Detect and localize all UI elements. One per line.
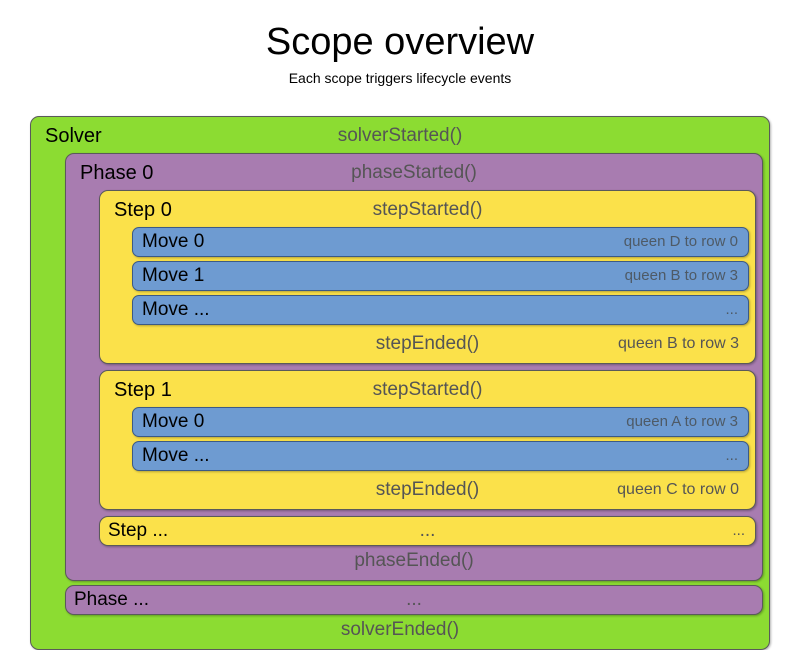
phase-more-row: Phase ... ...	[66, 586, 762, 614]
move-label: Move 0	[142, 231, 205, 252]
step-scope-more[interactable]: Step ... ... ...	[99, 516, 756, 546]
step-header-row: Step 1 stepStarted()	[106, 375, 749, 405]
step-started-event: stepStarted()	[372, 379, 483, 400]
solver-label: Solver	[45, 125, 102, 147]
phase-header-row: Phase 0 phaseStarted()	[72, 158, 756, 188]
step-more-detail: ...	[732, 522, 745, 539]
step-list: Step 0 stepStarted() Move 0 queen D to r…	[99, 190, 756, 546]
move-detail: ...	[725, 301, 738, 318]
step-scope-1[interactable]: Step 1 stepStarted() Move 0 queen A to r…	[99, 370, 756, 510]
move-detail: queen A to row 3	[626, 413, 738, 430]
solver-header-row: Solver solverStarted()	[37, 121, 763, 151]
step-more-label: Step ...	[108, 520, 169, 541]
move-detail: queen D to row 0	[623, 233, 738, 250]
phase-scope-0[interactable]: Phase 0 phaseStarted() Step 0 stepStarte…	[65, 153, 763, 581]
phase-list: Phase 0 phaseStarted() Step 0 stepStarte…	[65, 153, 763, 615]
solver-footer-row: solverEnded()	[37, 615, 763, 645]
step-ended-detail: queen B to row 3	[618, 335, 739, 352]
solver-started-event: solverStarted()	[337, 125, 463, 146]
move-list: Move 0 queen D to row 0 Move 1 queen B t…	[132, 227, 749, 325]
phase-footer-row: phaseEnded()	[72, 546, 756, 576]
move-bar[interactable]: Move ... ...	[132, 295, 749, 325]
step-footer-row: stepEnded() queen B to row 3	[106, 329, 749, 359]
move-label: Move ...	[142, 299, 210, 320]
phase-started-event: phaseStarted()	[351, 162, 477, 183]
move-bar[interactable]: Move 0 queen A to row 3	[132, 407, 749, 437]
phase-label: Phase 0	[80, 162, 154, 184]
step-scope-0[interactable]: Step 0 stepStarted() Move 0 queen D to r…	[99, 190, 756, 364]
phase-scope-more[interactable]: Phase ... ...	[65, 585, 763, 615]
move-list: Move 0 queen A to row 3 Move ... ...	[132, 407, 749, 471]
phase-more-event: ...	[406, 589, 422, 610]
move-bar[interactable]: Move ... ...	[132, 441, 749, 471]
move-label: Move 1	[142, 265, 205, 286]
move-detail: ...	[725, 447, 738, 464]
page-subtitle: Each scope triggers lifecycle events	[288, 69, 512, 86]
step-label: Step 1	[114, 379, 172, 401]
scope-overview-diagram: Solver solverStarted() Phase 0 phaseStar…	[30, 116, 770, 650]
move-detail: queen B to row 3	[624, 267, 738, 284]
phase-ended-event: phaseEnded()	[354, 550, 474, 571]
move-label: Move 0	[142, 411, 205, 432]
move-label: Move ...	[142, 445, 210, 466]
move-bar[interactable]: Move 1 queen B to row 3	[132, 261, 749, 291]
step-header-row: Step 0 stepStarted()	[106, 195, 749, 225]
step-label: Step 0	[114, 199, 172, 221]
step-ended-event: stepEnded()	[375, 333, 480, 354]
title-block: Scope overview Each scope triggers lifec…	[0, 0, 800, 86]
solver-ended-event: solverEnded()	[340, 619, 460, 640]
page-title: Scope overview	[265, 21, 535, 63]
step-ended-detail: queen C to row 0	[617, 481, 739, 498]
step-started-event: stepStarted()	[372, 199, 483, 220]
step-more-event: ...	[419, 520, 436, 541]
move-bar[interactable]: Move 0 queen D to row 0	[132, 227, 749, 257]
step-ended-event: stepEnded()	[375, 479, 480, 500]
step-more-row: Step ... ... ...	[100, 517, 755, 545]
step-footer-row: stepEnded() queen C to row 0	[106, 475, 749, 505]
solver-scope[interactable]: Solver solverStarted() Phase 0 phaseStar…	[30, 116, 770, 650]
